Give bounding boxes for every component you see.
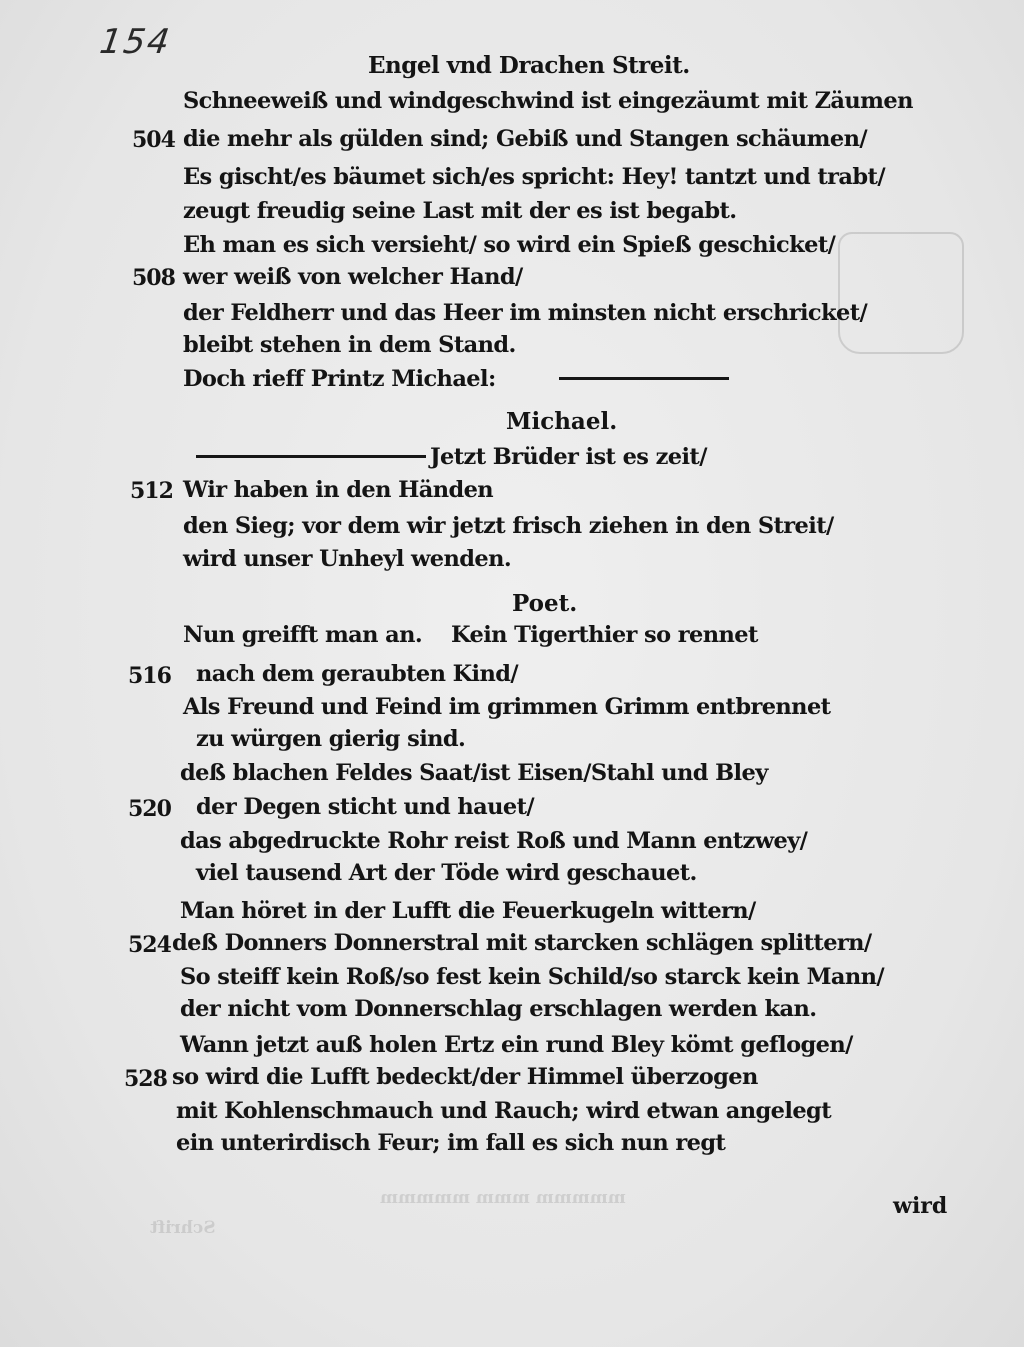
verse-line: zeugt freudig seine Last mit der es ist … xyxy=(183,198,737,224)
verse-line: Als Freund und Feind im grimmen Grimm en… xyxy=(183,694,831,720)
verse-line: das abgedruckte Rohr reist Roß und Mann … xyxy=(180,828,808,854)
verse-line: den Sieg; vor dem wir jetzt frisch ziehe… xyxy=(183,513,834,539)
verse-line: So steiff kein Roß/so fest kein Schild/s… xyxy=(180,964,885,990)
verse-text: Doch rieff Printz Michael: xyxy=(183,366,496,392)
verse-line: Nun greifft man an. Kein Tigerthier so r… xyxy=(183,622,758,648)
verse-line: deß Donners Donnerstral mit starcken sch… xyxy=(172,930,872,956)
line-number: 508 xyxy=(132,265,176,291)
em-dash-rule xyxy=(558,376,729,380)
verse-line: wer weiß von welcher Hand/ xyxy=(183,264,523,290)
verse-line: der Feldherr und das Heer im minsten nic… xyxy=(183,300,868,326)
catchword: wird xyxy=(893,1193,948,1219)
speaker-heading: Michael. xyxy=(506,408,618,435)
verse-line: wird unser Unheyl wenden. xyxy=(183,546,512,572)
verse-line: zu würgen gierig sind. xyxy=(196,726,466,752)
line-number: 504 xyxy=(132,127,176,153)
verse-line: der Degen sticht und hauet/ xyxy=(196,794,535,820)
line-number: 512 xyxy=(130,478,174,504)
verse-line: nach dem geraubten Kind/ xyxy=(196,661,519,687)
verse-line: deß blachen Feldes Saat/ist Eisen/Stahl … xyxy=(180,760,768,786)
handwritten-page-number: 154 xyxy=(97,22,174,62)
verse-line: viel tausend Art der Töde wird geschauet… xyxy=(196,860,697,886)
verse-line: Schneeweiß und windgeschwind ist eingezä… xyxy=(183,88,913,114)
verse-line: mit Kohlenschmauch und Rauch; wird etwan… xyxy=(176,1098,832,1124)
verse-line: Doch rieff Printz Michael: xyxy=(183,364,729,394)
line-number: 520 xyxy=(128,796,172,822)
verse-line: Man höret in der Lufft die Feuerkugeln w… xyxy=(180,898,756,924)
line-number: 516 xyxy=(128,663,172,689)
running-head: Engel vnd Drachen Streit. xyxy=(368,52,690,79)
verse-line: ein unterirdisch Feur; im fall es sich n… xyxy=(176,1130,726,1156)
verse-line: Eh man es sich versieht/ so wird ein Spi… xyxy=(183,232,836,258)
verse-line: Es gischt/es bäumet sich/es spricht: Hey… xyxy=(183,164,886,190)
bleed-through-text: mmmmm mmm mmmmm xyxy=(380,1188,626,1208)
verse-line: der nicht vom Donnerschlag erschlagen we… xyxy=(180,996,817,1022)
speaker-heading: Poet. xyxy=(512,590,578,617)
verse-line: Wir haben in den Händen xyxy=(183,477,494,503)
verse-line: so wird die Lufft bedeckt/der Himmel übe… xyxy=(172,1064,758,1090)
verse-line: Jetzt Brüder ist es zeit/ xyxy=(196,442,707,472)
verse-line: Wann jetzt auß holen Ertz ein rund Bley … xyxy=(180,1032,853,1058)
line-number: 524 xyxy=(128,932,172,958)
verse-line: bleibt stehen in dem Stand. xyxy=(183,332,516,358)
bleed-through-stamp xyxy=(838,232,964,354)
bleed-through-text: Schrift xyxy=(150,1218,216,1238)
verse-line: die mehr als gülden sind; Gebiß und Stan… xyxy=(183,126,868,152)
verse-text: Jetzt Brüder ist es zeit/ xyxy=(430,444,707,470)
em-dash-rule xyxy=(196,454,426,458)
line-number: 528 xyxy=(124,1066,168,1092)
